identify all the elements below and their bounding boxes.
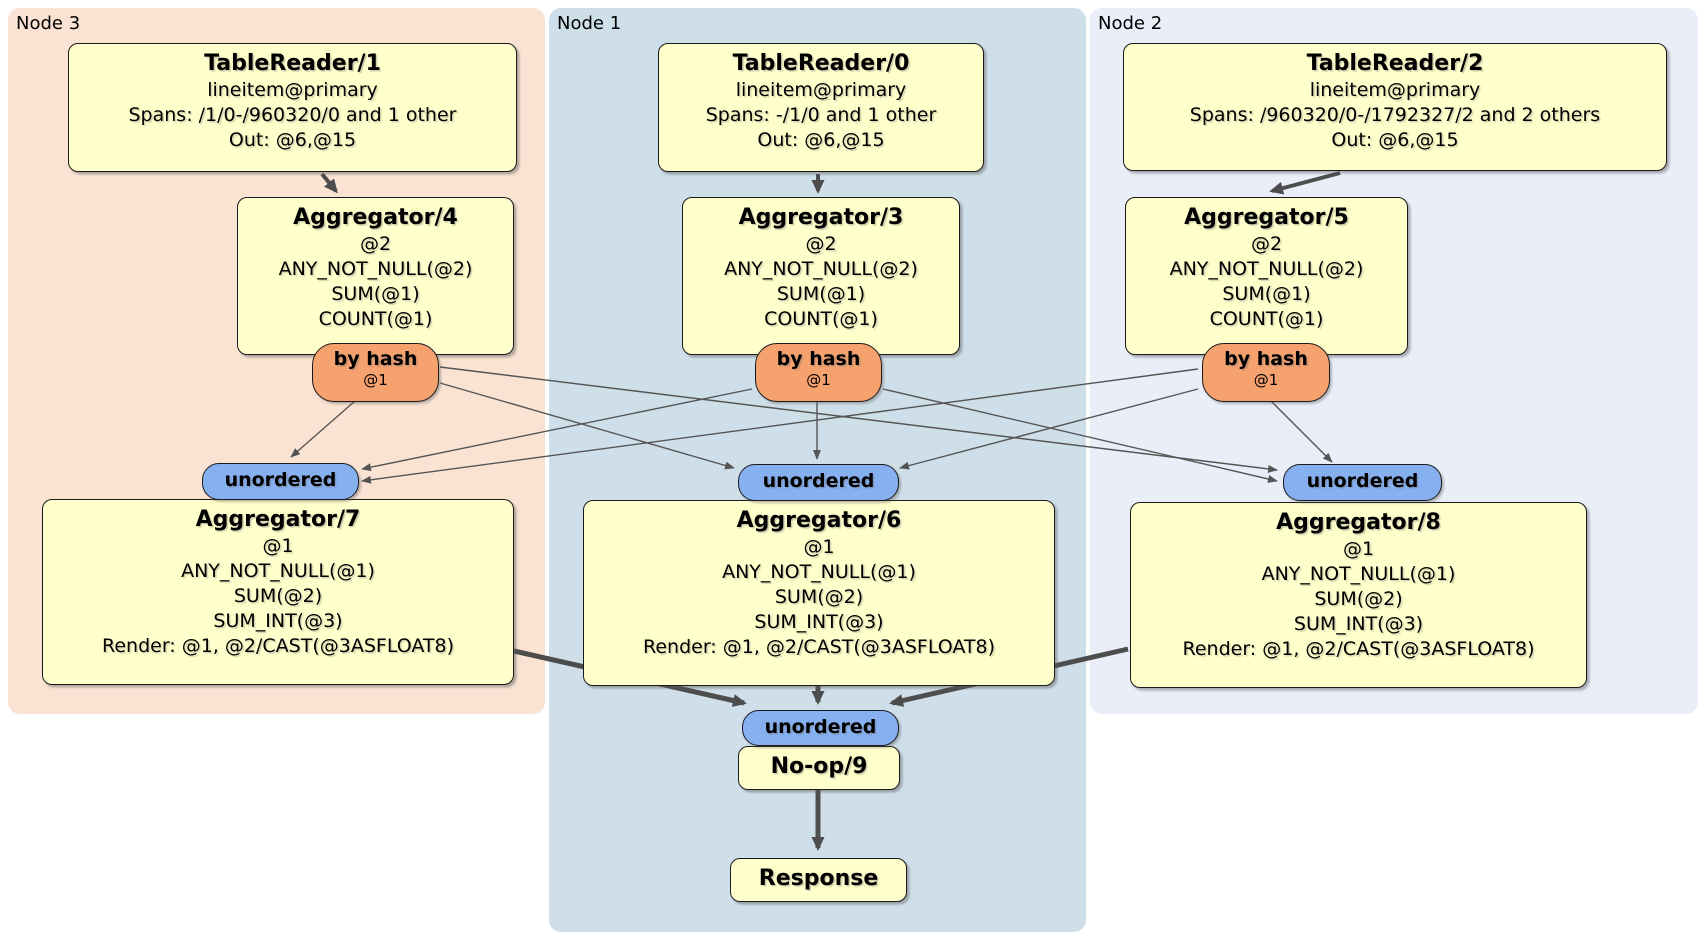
sync-label: unordered	[764, 716, 877, 738]
box-line: Spans: /1/0-/960320/0 and 1 other	[128, 104, 457, 126]
box-line: @1	[803, 536, 835, 558]
router-by-hash-node2: by hash @1	[1202, 343, 1330, 402]
region-label-node2: Node 2	[1098, 13, 1163, 34]
box-line: SUM_INT(@3)	[1293, 613, 1424, 635]
region-label-node1: Node 1	[557, 13, 622, 34]
router-label: by hash	[1224, 348, 1308, 370]
box-line: lineitem@primary	[207, 79, 378, 101]
edge-tablereader2-to-aggregator5	[1269, 171, 1341, 195]
edge-byhash-node3-to-unordered-node3	[290, 400, 356, 458]
box-line: SUM(@2)	[1314, 588, 1403, 610]
box-line: Out: @6,@15	[228, 129, 357, 151]
router-by-hash-node1: by hash @1	[755, 343, 882, 402]
box-title: Response	[758, 866, 879, 891]
sync-unordered-node3: unordered	[202, 463, 359, 500]
box-aggregator-3: Aggregator/3 @2 ANY_NOT_NULL(@2) SUM(@1)…	[682, 197, 960, 355]
edge-byhash-node2-to-unordered-node1	[899, 388, 1199, 470]
sync-unordered-node1: unordered	[738, 464, 899, 501]
box-line: SUM(@1)	[776, 283, 866, 305]
box-line: COUNT(@1)	[1209, 308, 1324, 330]
box-line: @2	[805, 233, 837, 255]
edge-byhash-node2-to-unordered-node3	[361, 368, 1199, 484]
box-line: ANY_NOT_NULL(@1)	[181, 560, 375, 582]
box-line: Render: @1, @2/CAST(@3ASFLOAT8)	[102, 635, 454, 657]
box-aggregator-6: Aggregator/6 @1 ANY_NOT_NULL(@1) SUM(@2)…	[583, 500, 1055, 686]
box-title: No-op/9	[770, 754, 868, 779]
box-line: Spans: /960320/0-/1792327/2 and 2 others	[1189, 104, 1601, 126]
box-line: Spans: -/1/0 and 1 other	[705, 104, 937, 126]
box-tablereader-1: TableReader/1 lineitem@primary Spans: /1…	[68, 43, 517, 172]
box-line: @2	[1250, 233, 1283, 255]
router-column: @1	[806, 371, 831, 389]
box-title: Aggregator/6	[736, 508, 902, 533]
box-title: Aggregator/8	[1276, 510, 1441, 535]
edge-byhash-node1-to-unordered-node2	[882, 388, 1278, 483]
box-line: SUM_INT(@3)	[213, 610, 343, 632]
sync-unordered-node2: unordered	[1283, 464, 1442, 501]
box-line: Render: @1, @2/CAST(@3ASFLOAT8)	[643, 636, 995, 658]
box-response: Response	[730, 858, 907, 902]
box-line: COUNT(@1)	[318, 308, 433, 330]
box-tablereader-0: TableReader/0 lineitem@primary Spans: -/…	[658, 43, 984, 172]
box-line: lineitem@primary	[735, 79, 907, 101]
edge-byhash-node1-to-unordered-node3	[361, 388, 753, 472]
box-line: lineitem@primary	[1309, 79, 1481, 101]
router-label: by hash	[776, 348, 861, 370]
edge-byhash-node3-to-unordered-node1	[439, 382, 735, 470]
box-line: Render: @1, @2/CAST(@3ASFLOAT8)	[1182, 638, 1535, 660]
box-title: Aggregator/4	[293, 205, 458, 230]
box-title: TableReader/0	[732, 51, 910, 76]
box-title: Aggregator/3	[738, 205, 904, 230]
sync-label: unordered	[224, 469, 337, 491]
region-label-node3: Node 3	[16, 13, 81, 34]
box-line: ANY_NOT_NULL(@1)	[1261, 563, 1456, 585]
edge-byhash-node3-to-unordered-node2	[439, 366, 1278, 473]
box-line: SUM(@2)	[233, 585, 323, 607]
box-line: ANY_NOT_NULL(@2)	[724, 258, 918, 280]
box-line: SUM(@1)	[331, 283, 420, 305]
box-line: Out: @6,@15	[757, 129, 885, 151]
box-line: @1	[262, 535, 294, 557]
box-aggregator-5: Aggregator/5 @2 ANY_NOT_NULL(@2) SUM(@1)…	[1125, 197, 1408, 355]
box-line: ANY_NOT_NULL(@1)	[722, 561, 916, 583]
router-column: @1	[1253, 371, 1279, 389]
sync-label: unordered	[762, 470, 875, 492]
box-aggregator-4: Aggregator/4 @2 ANY_NOT_NULL(@2) SUM(@1)…	[237, 197, 514, 355]
box-line: COUNT(@1)	[764, 308, 878, 330]
box-line: SUM(@2)	[774, 586, 864, 608]
box-line: SUM_INT(@3)	[754, 611, 884, 633]
box-line: ANY_NOT_NULL(@2)	[278, 258, 473, 280]
sync-unordered-final: unordered	[742, 710, 899, 746]
box-line: @2	[359, 233, 392, 255]
box-aggregator-7: Aggregator/7 @1 ANY_NOT_NULL(@1) SUM(@2)…	[42, 499, 514, 685]
box-noop-9: No-op/9	[738, 746, 900, 790]
box-aggregator-8: Aggregator/8 @1 ANY_NOT_NULL(@1) SUM(@2)…	[1130, 502, 1587, 688]
box-title: Aggregator/7	[195, 507, 361, 532]
router-label: by hash	[333, 348, 418, 370]
router-column: @1	[363, 371, 388, 389]
sync-label: unordered	[1306, 470, 1419, 492]
box-tablereader-2: TableReader/2 lineitem@primary Spans: /9…	[1123, 43, 1667, 171]
box-line: Out: @6,@15	[1331, 129, 1459, 151]
box-line: @1	[1342, 538, 1375, 560]
box-title: Aggregator/5	[1184, 205, 1349, 230]
box-line: ANY_NOT_NULL(@2)	[1169, 258, 1364, 280]
box-title: TableReader/2	[1306, 51, 1484, 76]
box-line: SUM(@1)	[1222, 283, 1311, 305]
edge-byhash-node2-to-unordered-node2	[1270, 400, 1333, 463]
edge-tablereader1-to-aggregator4	[320, 172, 338, 194]
box-title: TableReader/1	[204, 51, 381, 76]
router-by-hash-node3: by hash @1	[312, 343, 439, 402]
